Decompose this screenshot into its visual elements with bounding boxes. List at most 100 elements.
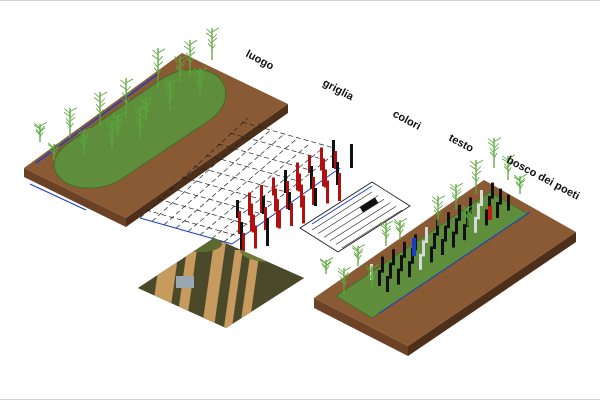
tree-branch bbox=[357, 254, 362, 261]
tree-branch bbox=[189, 58, 194, 64]
sapling-icon bbox=[193, 67, 208, 98]
text-row-line bbox=[335, 206, 397, 245]
tree-branch bbox=[455, 188, 462, 194]
tree-branch bbox=[507, 154, 516, 160]
tree-branch bbox=[463, 211, 469, 218]
tree-branch bbox=[371, 275, 376, 282]
color-bar bbox=[250, 203, 253, 232]
text-row-line bbox=[323, 198, 385, 238]
tree-branch bbox=[343, 272, 350, 278]
color-bar bbox=[320, 147, 323, 171]
tree-branch bbox=[169, 79, 178, 84]
site-trees bbox=[33, 27, 220, 160]
tree-branch bbox=[206, 28, 213, 35]
tree-branch bbox=[194, 68, 201, 74]
forest-post bbox=[485, 209, 488, 226]
color-bar bbox=[284, 170, 287, 193]
tree-branch bbox=[157, 48, 166, 54]
tree-branch bbox=[135, 116, 141, 123]
tree-branch bbox=[366, 265, 373, 271]
tree-branch bbox=[514, 174, 521, 181]
tree-branch bbox=[320, 258, 327, 264]
tree-branch bbox=[507, 167, 512, 173]
tree-branch bbox=[379, 224, 387, 230]
tree-branch bbox=[381, 229, 387, 235]
tree-branch bbox=[385, 228, 392, 233]
tree-branch bbox=[125, 91, 132, 96]
sapling-icon bbox=[151, 48, 166, 88]
tree-branch bbox=[503, 166, 509, 171]
tree-branch bbox=[195, 77, 201, 84]
tree-branch bbox=[343, 275, 350, 280]
tree-branch bbox=[451, 195, 457, 200]
forest-post bbox=[419, 253, 422, 270]
tree-branch bbox=[395, 225, 401, 232]
color-bar bbox=[322, 158, 325, 187]
label-luogo: luogo bbox=[244, 48, 276, 73]
forest-post bbox=[389, 262, 392, 279]
forest-post bbox=[400, 255, 403, 272]
color-bar bbox=[300, 184, 303, 208]
tree-branch bbox=[135, 120, 141, 126]
tree-branch bbox=[33, 124, 41, 130]
tree-branch bbox=[145, 96, 154, 102]
tree-branch bbox=[519, 177, 526, 184]
tree-branch bbox=[399, 228, 404, 235]
forest-trees bbox=[319, 137, 528, 294]
tree-branch bbox=[325, 257, 334, 263]
tree-branch bbox=[431, 200, 439, 205]
tree-branch bbox=[385, 225, 392, 231]
tree-branch bbox=[39, 131, 44, 138]
tree-branch bbox=[53, 150, 58, 156]
forest-post bbox=[403, 241, 406, 258]
tree-branch bbox=[117, 112, 126, 118]
tree-branch bbox=[179, 68, 184, 74]
tree-branch bbox=[199, 73, 206, 79]
tree-branch bbox=[195, 81, 201, 87]
sapling-icon bbox=[351, 244, 366, 266]
tree-branch bbox=[107, 133, 113, 139]
tree-branch bbox=[65, 117, 71, 124]
tree-branch bbox=[134, 106, 141, 113]
tree-branch bbox=[515, 182, 521, 188]
tree-branch bbox=[343, 280, 348, 286]
tree-branch bbox=[77, 131, 85, 137]
tree-branch bbox=[179, 60, 186, 66]
tree-branch bbox=[449, 186, 457, 192]
tree-branch bbox=[169, 94, 174, 101]
tree-branch bbox=[35, 128, 41, 135]
color-bar bbox=[274, 188, 277, 212]
tree-branch bbox=[113, 122, 119, 128]
tree-branch bbox=[475, 177, 480, 183]
tree-branch bbox=[475, 159, 484, 165]
photo-foliage bbox=[240, 238, 300, 262]
tree-branch bbox=[193, 72, 201, 77]
color-bar bbox=[350, 144, 353, 168]
tree-branch bbox=[357, 248, 364, 254]
sapling-icon bbox=[105, 119, 120, 150]
tree-branch bbox=[371, 268, 378, 275]
tree-branch bbox=[455, 182, 464, 188]
tree-branch bbox=[467, 208, 474, 214]
forest-blue-post bbox=[412, 238, 416, 256]
tree-branch bbox=[119, 84, 127, 90]
color-bar bbox=[324, 169, 327, 188]
tree-branch bbox=[94, 92, 101, 99]
photo-trunk bbox=[138, 240, 145, 328]
tree-branch bbox=[189, 39, 198, 45]
text-row-line bbox=[317, 195, 379, 234]
forest-post bbox=[452, 231, 455, 248]
tree-branch bbox=[353, 253, 359, 259]
tree-branch bbox=[163, 84, 171, 89]
tree-branch bbox=[371, 271, 378, 277]
text-panel-outline bbox=[299, 181, 411, 253]
tree-branch bbox=[125, 78, 134, 84]
tree-branch bbox=[78, 128, 85, 135]
tree-branch bbox=[339, 279, 345, 284]
forest-post bbox=[458, 204, 461, 221]
tree-branch bbox=[399, 218, 408, 223]
color-bar bbox=[266, 218, 269, 246]
tree-branch bbox=[189, 51, 196, 57]
grid-line-oblique bbox=[223, 155, 333, 243]
